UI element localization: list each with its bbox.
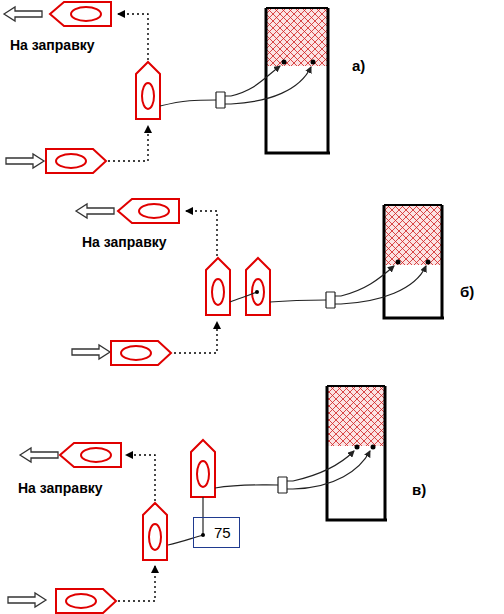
box-value: 75	[214, 524, 231, 542]
panel-letter: б)	[460, 283, 474, 301]
value-box: 75	[193, 517, 240, 548]
route-caption: На заправку	[10, 37, 95, 54]
panel-c	[8, 386, 387, 613]
panel-a	[4, 2, 330, 173]
panel-letter: а)	[352, 57, 365, 75]
panel-letter: в)	[412, 481, 426, 499]
route-caption: На заправку	[82, 234, 167, 251]
panel-b	[72, 199, 444, 365]
route-caption: На заправку	[18, 480, 103, 497]
